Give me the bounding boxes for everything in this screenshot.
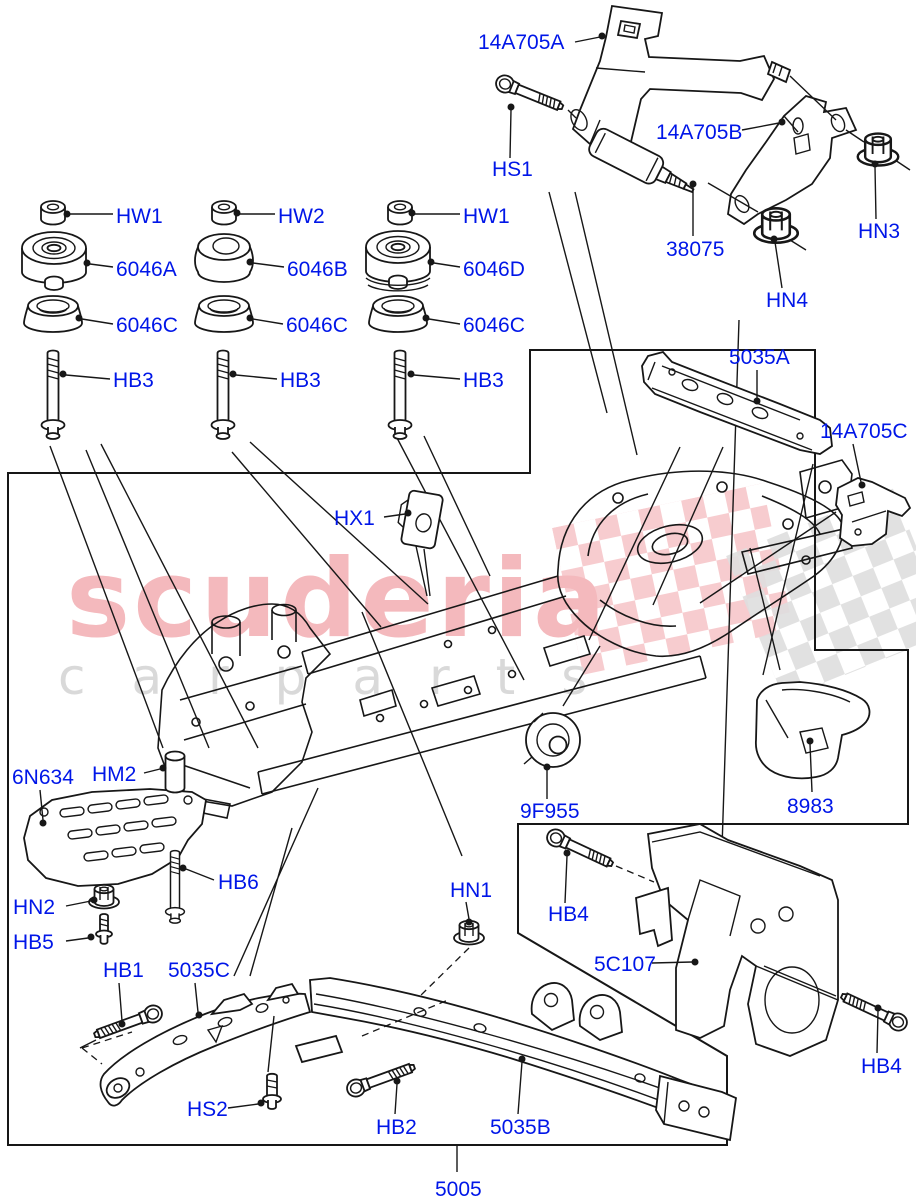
- assembly-group-box: [7, 349, 909, 1146]
- washer-hw1-a-drawing: [40, 200, 66, 226]
- part-label-6046a: 6046A: [116, 258, 177, 281]
- nut-hn3-drawing: [856, 132, 900, 167]
- bolt-hs1-drawing: [492, 71, 567, 117]
- bolt-hb4-a-drawing: [543, 825, 617, 873]
- skidplate-6n634-drawing: [23, 788, 207, 887]
- washer-hw1-b-drawing: [387, 200, 413, 226]
- part-label-6046b: 6046B: [287, 258, 348, 281]
- part-label-8983: 8983: [787, 795, 834, 818]
- part-label-9f955: 9F955: [520, 800, 580, 823]
- part-label-6046c-1: 6046C: [116, 314, 178, 337]
- bolt-hb3-2-drawing: [210, 349, 236, 440]
- label-leader-lines: [39, 32, 882, 1172]
- bolt-hb3-1-drawing: [40, 349, 66, 440]
- cup-6046c-3-drawing: [368, 295, 428, 333]
- bushing-6046d-drawing: [365, 230, 431, 292]
- bushing-9f955-drawing: [523, 712, 581, 768]
- part-label-hs2: HS2: [187, 1098, 228, 1121]
- part-label-hn4: HN4: [766, 289, 808, 312]
- part-label-5035c: 5035C: [168, 959, 230, 982]
- part-label-hb3-3: HB3: [463, 369, 504, 392]
- part-label-hs1: HS1: [492, 158, 533, 181]
- part-label-hb2: HB2: [376, 1116, 417, 1139]
- crossmember-5035c-drawing: [79, 982, 312, 1107]
- part-label-14a705b: 14A705B: [656, 121, 742, 144]
- washer-hw2-drawing: [211, 200, 237, 226]
- plate-hx1-drawing: [397, 489, 444, 550]
- bracket-14a705b-drawing: [727, 94, 858, 226]
- bushing-6046b-drawing: [194, 233, 254, 283]
- cup-6046c-2-drawing: [194, 295, 254, 333]
- part-label-6046c-2: 6046C: [286, 314, 348, 337]
- bolt-hb4-b-drawing: [837, 987, 911, 1035]
- part-label-5035b: 5035B: [490, 1116, 551, 1139]
- part-label-hb4-a: HB4: [548, 903, 589, 926]
- mount-5c107-drawing: [615, 823, 839, 1057]
- part-number-labels: HW1 HW2 HW1 6046A 6046B 6046D 6046C 6046…: [12, 31, 908, 1200]
- part-label-hb3-1: HB3: [113, 369, 154, 392]
- part-label-hw2: HW2: [278, 205, 325, 228]
- part-label-5005: 5005: [435, 1178, 482, 1200]
- part-label-hb1: HB1: [103, 959, 144, 982]
- shield-8983-drawing: [755, 681, 871, 780]
- pointer-lines: [49, 191, 837, 977]
- bushing-6046a-drawing: [21, 231, 87, 291]
- part-label-hb3-2: HB3: [280, 369, 321, 392]
- crossmember-5035b-drawing: [294, 947, 737, 1142]
- part-label-14a705a: 14A705A: [478, 31, 564, 54]
- checkered-flag-gray: [726, 488, 916, 700]
- bolt-hb2-drawing: [343, 1057, 419, 1100]
- part-label-hn1: HN1: [450, 879, 492, 902]
- bracket-14a705c-drawing: [835, 477, 912, 547]
- cup-6046c-1-drawing: [23, 295, 83, 333]
- part-label-6n634: 6N634: [12, 766, 74, 789]
- part-label-6046d: 6046D: [463, 258, 525, 281]
- part-label-14a705c: 14A705C: [820, 420, 908, 443]
- part-label-hb6: HB6: [218, 871, 259, 894]
- part-label-38075: 38075: [666, 238, 724, 261]
- part-label-hm2: HM2: [92, 763, 136, 786]
- part-label-hx1: HX1: [334, 507, 375, 530]
- checkered-flag-pink: [552, 483, 794, 675]
- watermark-tagline-text: carparts: [58, 648, 633, 706]
- bolt-hb5-drawing: [95, 913, 113, 945]
- part-label-hb5: HB5: [13, 931, 54, 954]
- bushing-38075-drawing: [588, 127, 695, 194]
- part-label-hw1-a: HW1: [116, 205, 163, 228]
- crossmember-5035a-drawing: [641, 350, 833, 455]
- bolt-hb3-3-drawing: [387, 349, 413, 440]
- spacer-hm2-drawing: [164, 750, 186, 794]
- part-label-6046c-3: 6046C: [463, 314, 525, 337]
- bolt-hs2-drawing: [262, 1072, 282, 1110]
- part-label-5035a: 5035A: [729, 346, 790, 369]
- part-label-hn2: HN2: [13, 896, 55, 919]
- bracket-14a705a-drawing: [570, 4, 792, 162]
- part-label-5c107: 5C107: [594, 953, 656, 976]
- part-label-hn3: HN3: [858, 220, 900, 243]
- part-drawings: [21, 4, 912, 1142]
- part-label-hb4-b: HB4: [861, 1055, 902, 1078]
- part-label-hw1-b: HW1: [463, 205, 510, 228]
